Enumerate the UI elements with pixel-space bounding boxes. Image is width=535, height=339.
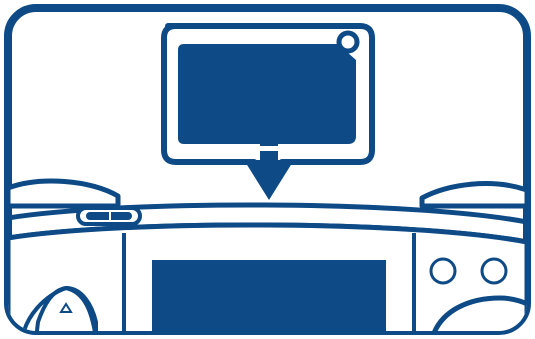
cartridge-slot-icon <box>78 208 140 224</box>
console-group <box>8 181 527 339</box>
console-screen-icon <box>152 260 386 339</box>
